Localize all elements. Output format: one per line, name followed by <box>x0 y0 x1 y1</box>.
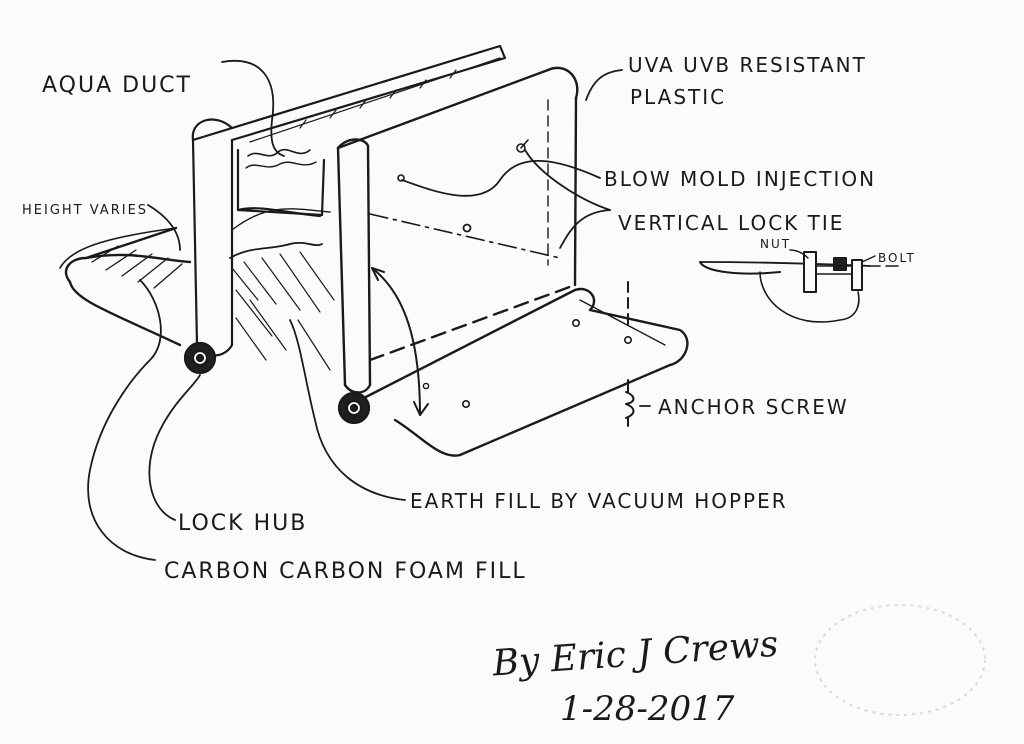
lock-hub-right <box>337 391 371 425</box>
left-base-slab <box>59 226 192 347</box>
faint-stamp <box>814 604 986 716</box>
label-bolt: BOLT <box>878 251 916 265</box>
signature: By Eric J Crews <box>490 624 779 685</box>
nut-bolt-detail <box>699 251 899 323</box>
leader-lines <box>87 59 876 561</box>
label-anchor-screw: ANCHOR SCREW <box>658 395 849 419</box>
label-earth-fill: EARTH FILL BY VACUUM HOPPER <box>410 489 788 513</box>
signature-date: 1-28-2017 <box>560 689 735 729</box>
label-lock-hub: LOCK HUB <box>178 511 307 536</box>
left-wall-panel <box>191 44 507 357</box>
label-nut: NUT <box>760 237 791 251</box>
right-base-slab <box>358 287 689 457</box>
label-height-varies: HEIGHT VARIES <box>22 203 148 218</box>
hinge-arc-arrow <box>371 267 429 416</box>
label-aqua-duct: AQUA DUCT <box>42 73 192 98</box>
right-wall-panel <box>336 66 579 394</box>
label-vertical-lock-tie: VERTICAL LOCK TIE <box>618 211 844 235</box>
label-uva-uvb-line2: PLASTIC <box>630 85 726 109</box>
label-blow-mold: BLOW MOLD INJECTION <box>604 167 876 191</box>
label-carbon-foam: CARBON CARBON FOAM FILL <box>164 559 527 584</box>
lock-hub-left <box>183 341 217 375</box>
label-uva-uvb-line1: UVA UVB RESISTANT <box>628 53 867 77</box>
earth-fill-area <box>229 208 335 371</box>
anchor-screw-marker <box>625 281 635 427</box>
